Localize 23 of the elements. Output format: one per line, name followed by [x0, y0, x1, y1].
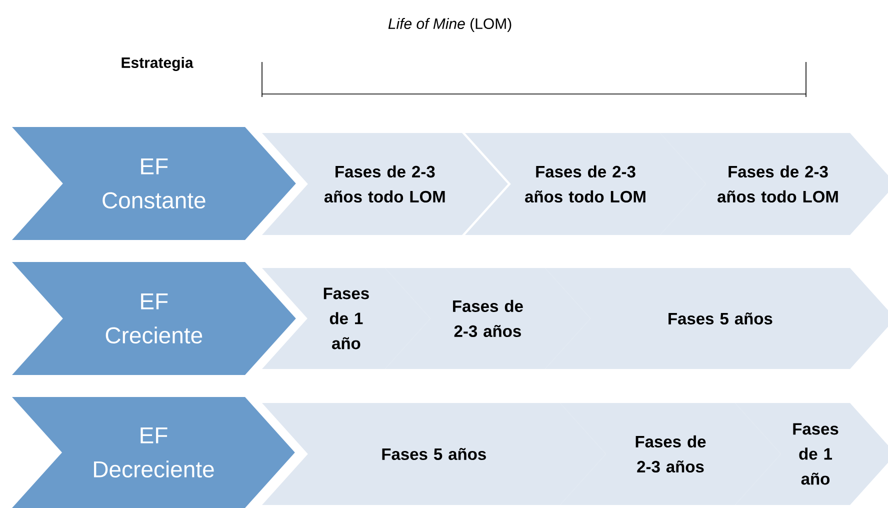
node-label: Fases de 2-3 años todo LOM — [718, 165, 838, 203]
phase-banner: Fases 5 años — [262, 402, 606, 505]
strategy-banner: EF Decreciente — [12, 396, 295, 508]
phase-banner: Fases de 1 año — [262, 268, 430, 369]
node-label: Fases de 1 año — [324, 288, 369, 350]
node-label: Fases de 2-3 años todo LOM — [525, 165, 646, 203]
phase-banner: Fases de 2-3 años todo LOM — [262, 133, 508, 235]
phase-banner: Fases de 1 año — [735, 402, 888, 505]
phase-banner: Fases de 2-3 años — [560, 402, 781, 505]
axis-title: Life of Mine (LOM) — [388, 18, 512, 32]
node-label: Fases de 1 año — [793, 423, 838, 485]
phase-banner: Fases de 2-3 años todo LOM — [660, 133, 888, 235]
node-label: Fases de 2-3 años todo LOM — [324, 165, 445, 203]
phase-banner: Fases 5 años — [545, 268, 888, 369]
phase-banner: Fases de 2-3 años todo LOM — [465, 133, 706, 235]
phase-banner: Fases de 2-3 años — [385, 268, 590, 369]
strategy-banner: EF Creciente — [12, 262, 296, 375]
node-label: Fases de 2-3 años — [453, 300, 523, 338]
row-header: Estrategia — [122, 56, 194, 72]
node-label: Fases de 2-3 años — [636, 435, 706, 473]
node-label: Fases 5 años — [668, 312, 772, 325]
node-label: Fases 5 años — [382, 448, 486, 460]
strategy-banner: EF Constante — [12, 127, 296, 240]
